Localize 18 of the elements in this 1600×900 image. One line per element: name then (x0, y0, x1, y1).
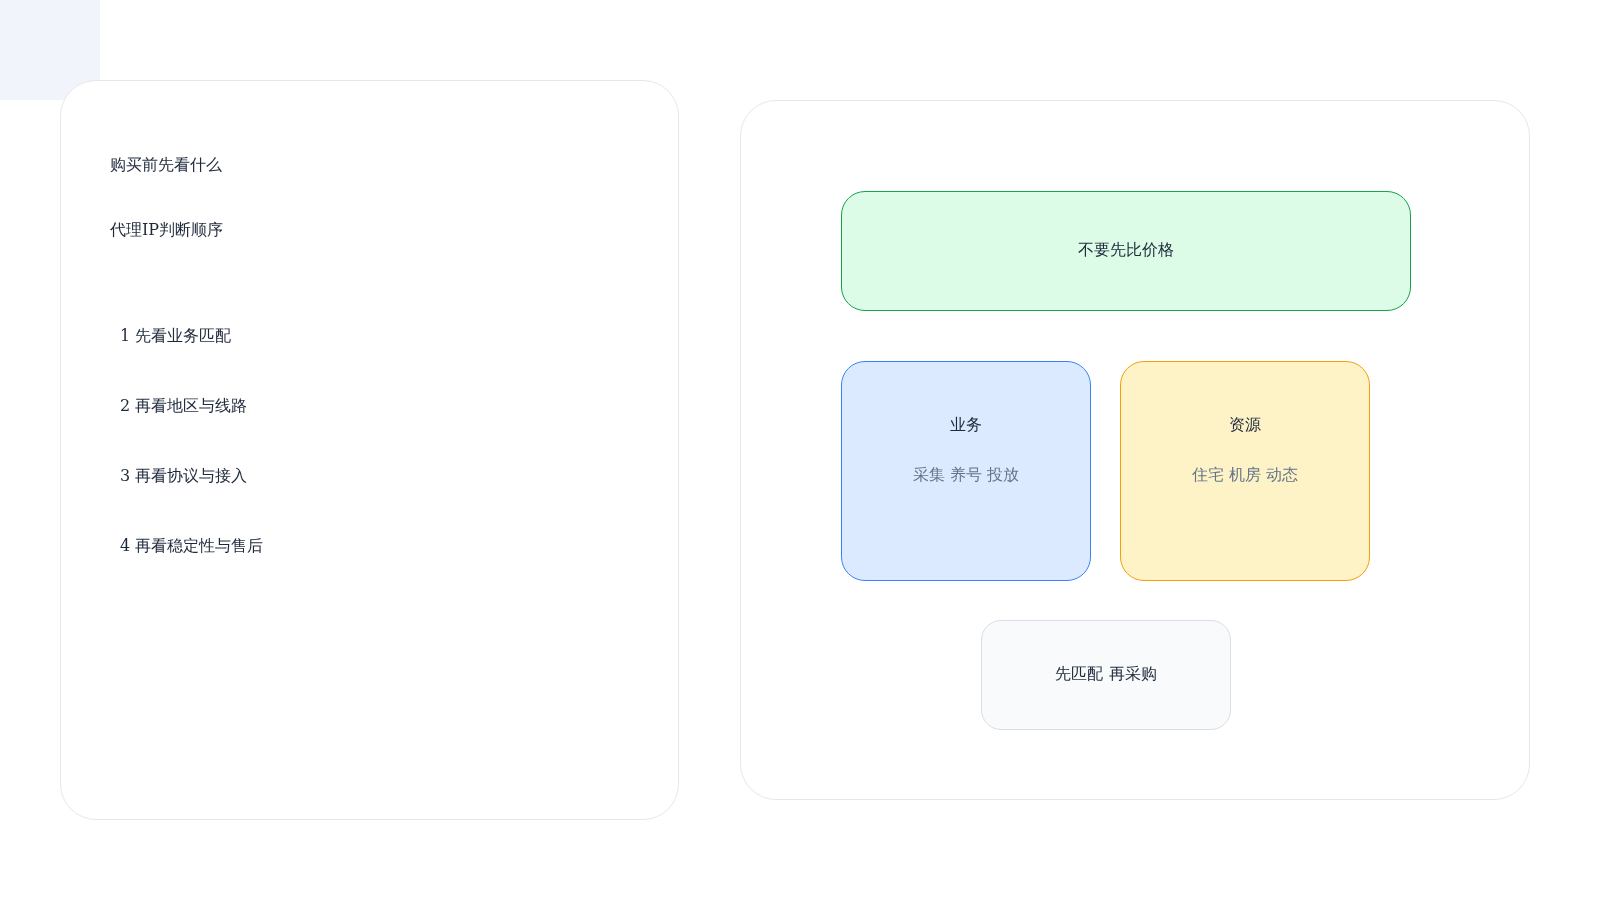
box-title: 先匹配 再采购 (1054, 664, 1158, 684)
box-detail: 住宅 机房 动态 (1190, 465, 1300, 485)
box-title: 业务 (949, 415, 983, 435)
process-box (841, 361, 1091, 581)
box-detail: 采集 养号 投放 (911, 465, 1021, 485)
list-item: 4 再看稳定性与售后 (120, 536, 264, 556)
subheading: 代理IP判断顺序 (110, 220, 224, 240)
process-box (981, 620, 1231, 730)
list-item: 3 再看协议与接入 (120, 466, 248, 486)
process-box (1120, 361, 1370, 581)
box-title: 不要先比价格 (1077, 240, 1175, 260)
heading: 购买前先看什么 (110, 155, 222, 175)
card-panel (60, 80, 679, 820)
box-title: 资源 (1228, 415, 1262, 435)
card-panel (740, 100, 1530, 800)
process-box (841, 191, 1411, 311)
list-item: 2 再看地区与线路 (120, 396, 248, 416)
list-item: 1 先看业务匹配 (120, 326, 232, 346)
